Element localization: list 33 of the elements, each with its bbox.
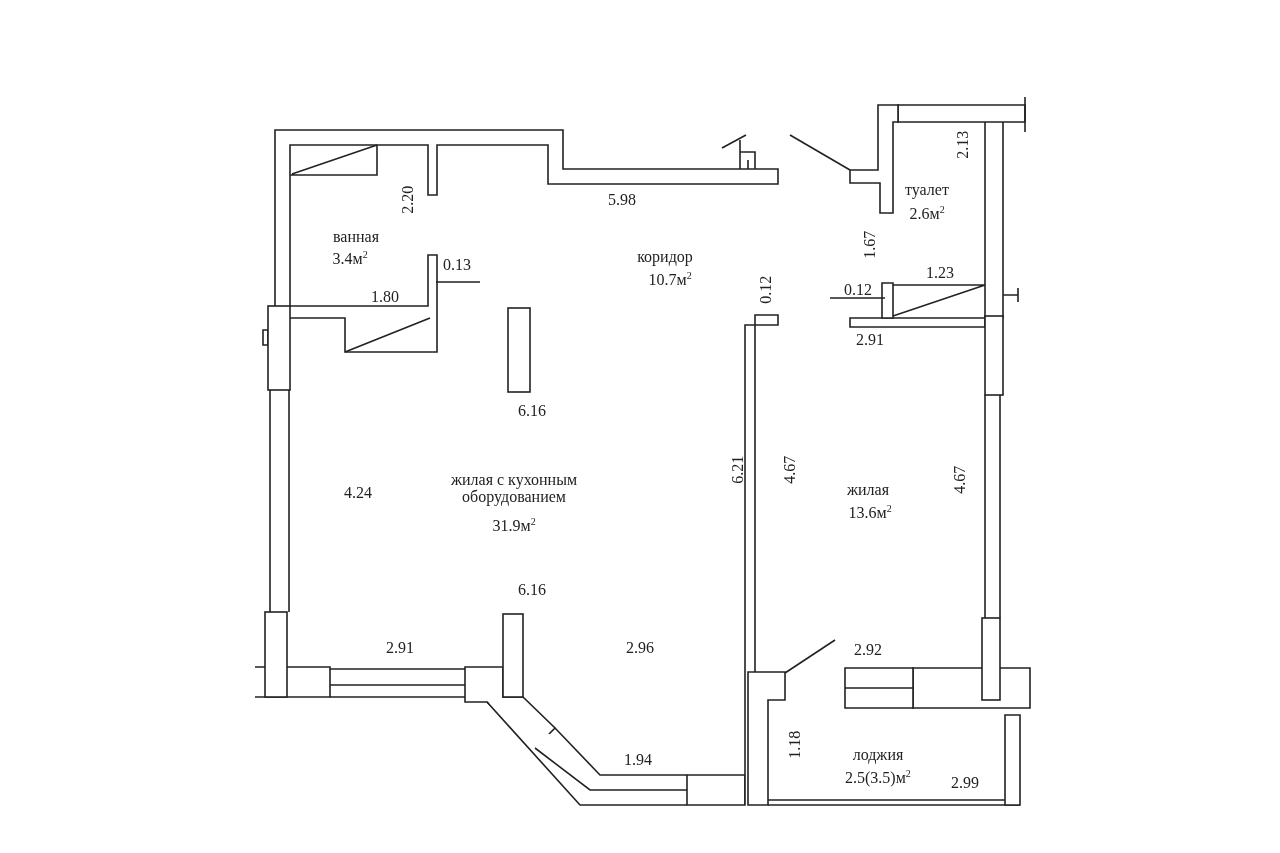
room-area: 2.6м$^{2}$ xyxy=(909,203,945,223)
dimension-label: 1.23 xyxy=(926,264,954,282)
room-area: 13.6м$^{2}$ xyxy=(848,502,892,522)
room-area: 2.5(3.5)м$^{2}$ xyxy=(845,767,911,787)
dimension-label: 4.67 xyxy=(781,455,799,484)
room-name: ванная xyxy=(332,228,380,246)
dimension-label: 0.12 xyxy=(757,275,775,304)
dimension-label: 4.24 xyxy=(344,484,372,502)
dimension-label: 2.91 xyxy=(386,639,414,657)
room-area: 31.9м$^{2}$ xyxy=(492,515,536,535)
dimension-label: 2.91 xyxy=(856,331,884,349)
room-area: 3.4м$^{2}$ xyxy=(332,248,368,268)
dimension-label: 0.13 xyxy=(443,256,471,274)
dimension-label: 1.18 xyxy=(786,730,804,759)
room-name: жилая xyxy=(845,481,891,499)
dimension-label: 0.12 xyxy=(844,281,872,299)
room-name: жилая с кухонным оборудованием xyxy=(449,470,579,506)
dimension-label: 5.98 xyxy=(608,191,636,209)
dimension-label: 4.67 xyxy=(951,465,969,494)
dimension-label: 2.99 xyxy=(951,774,979,792)
room-name: коридор xyxy=(636,248,694,266)
dimension-label: 6.21 xyxy=(729,455,747,484)
dimension-label: 6.16 xyxy=(518,402,546,420)
dimension-label: 2.13 xyxy=(954,130,972,159)
dimension-label: 1.94 xyxy=(624,751,652,769)
dimension-label: 1.67 xyxy=(861,230,879,259)
room-area: 10.7м$^{2}$ xyxy=(648,269,692,289)
dimension-label: 2.96 xyxy=(626,639,654,657)
dimension-label: 1.80 xyxy=(371,288,399,306)
dimension-label: 2.20 xyxy=(399,185,417,214)
room-name: туалет xyxy=(904,181,950,199)
dimension-label: 2.92 xyxy=(854,641,882,659)
dimension-label: 6.16 xyxy=(518,581,546,599)
